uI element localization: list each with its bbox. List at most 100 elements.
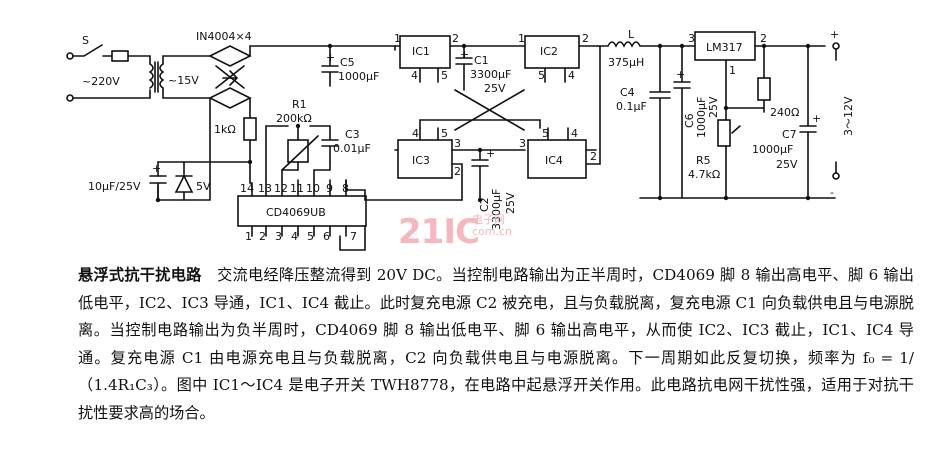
label-cd4069: CD4069UB: [266, 206, 326, 219]
zener-5v: [157, 161, 194, 201]
pot-r5: [717, 119, 731, 147]
label-r5-value: 4.7kΩ: [688, 168, 720, 181]
label-zener: 5V: [196, 180, 211, 193]
plus-c2: +: [486, 147, 495, 160]
chip-pin-7: 7: [350, 230, 357, 243]
plus-c6: +: [676, 68, 685, 81]
label-ic3: IC3: [412, 154, 430, 167]
chip-pin-13: 13: [258, 182, 272, 195]
mains-terminal-bottom: [66, 94, 74, 102]
label-mains: ~220V: [82, 75, 120, 88]
pin-ic1-1: 1: [394, 32, 401, 45]
plus-c5: +: [326, 51, 335, 64]
ic3-box: [397, 139, 453, 179]
output-plus-terminal: [832, 42, 840, 50]
plus-cap-left: +: [152, 162, 161, 175]
chip-pin-8: 8: [342, 182, 349, 195]
pin-lm317-1: 1: [729, 64, 736, 77]
pin-lm317-2: 2: [760, 32, 767, 45]
cap-c5: [321, 45, 339, 87]
cross-wires: [454, 89, 525, 131]
cd4069-box: [237, 195, 367, 227]
watermark-21ic: 21IC: [398, 212, 480, 252]
ic2-box: [524, 35, 580, 69]
description-body: 交流电经降压整流得到 20V DC。当控制电路输出为正半周时，CD4069 脚 …: [78, 266, 914, 422]
label-c1-volt: 25V: [484, 82, 506, 95]
label-lm317: LM317: [706, 41, 743, 54]
mains-terminal-top: [66, 52, 74, 60]
pin-ic1-2: 2: [452, 32, 459, 45]
pin-ic2-2: 2: [582, 32, 589, 45]
label-inductor-name: L: [628, 28, 635, 41]
resistor-240: [757, 77, 771, 101]
label-r1-value: 200kΩ: [276, 112, 312, 125]
label-c5-name: C5: [340, 56, 355, 69]
transformer-primary: [148, 63, 154, 89]
pin-lm317-3: 3: [688, 32, 695, 45]
pin-ic3-5: 5: [441, 127, 448, 140]
chip-pin-6: 6: [323, 230, 330, 243]
plus-c7: +: [812, 112, 821, 125]
pin-ic4-3: 3: [519, 137, 526, 150]
label-r5-name: R5: [696, 154, 711, 167]
watermark-cn: 电子网: [472, 213, 505, 226]
fuse: [111, 50, 129, 62]
pin-ic4-4: 4: [571, 127, 578, 140]
label-c4-value: 0.1μF: [616, 100, 647, 113]
label-240: 240Ω: [770, 106, 799, 119]
description-paragraph: 悬浮式抗干扰电路 交流电经降压整流得到 20V DC。当控制电路输出为正半周时，…: [78, 262, 914, 427]
resistor-r1: [287, 139, 309, 163]
label-c7-volt: 25V: [776, 158, 798, 171]
chip-pin-1: 1: [245, 230, 252, 243]
inductor-l: [597, 41, 661, 48]
bridge-diode: [222, 70, 239, 86]
chip-pin-14: 14: [240, 182, 254, 195]
chip-pin-5: 5: [307, 230, 314, 243]
label-c6-volt: 25V: [707, 96, 720, 118]
label-c3-name: C3: [345, 128, 360, 141]
label-c7-value: 1000μF: [752, 143, 793, 156]
pin-ic3-4: 4: [412, 127, 419, 140]
label-inductor-value: 375μH: [608, 56, 644, 69]
cap-c6: [673, 45, 691, 199]
pin-ic4-5: 5: [542, 127, 549, 140]
label-ic1: IC1: [412, 45, 430, 58]
label-c3-value: 0.01μF: [333, 142, 371, 155]
pin-ic1-4: 4: [411, 69, 418, 82]
cap-10uf: [149, 175, 167, 184]
pin-ic3-2: 2: [454, 165, 461, 178]
chip-pin-4: 4: [291, 230, 298, 243]
transformer-core: [154, 61, 159, 93]
description-title: 悬浮式抗干扰电路: [78, 266, 202, 284]
pin-ic2-4: 4: [568, 69, 575, 82]
transformer-secondary: [159, 63, 165, 89]
label-ic4: IC4: [545, 154, 563, 167]
label-output-minus: -: [830, 186, 834, 199]
label-c5-value: 1000μF: [338, 70, 379, 83]
output-minus-terminal: [832, 172, 840, 180]
ic4-box: [527, 139, 587, 179]
label-ic2: IC2: [540, 45, 558, 58]
circuit-schematic: S ~220V ~15V IN4004×4 C5 1000μF IC1 IC2 …: [66, 28, 855, 251]
resistor-1k: [243, 117, 257, 141]
label-secondary: ~15V: [168, 74, 199, 87]
plus-c1: +: [460, 48, 469, 61]
chip-pin-3: 3: [275, 230, 282, 243]
label-1k: 1kΩ: [214, 123, 236, 136]
cap-c4: [649, 45, 671, 199]
pin-ic2-1: 1: [518, 32, 525, 45]
cap-c7: [799, 45, 817, 199]
cap-c2: [471, 149, 489, 201]
label-c7-name: C7: [782, 128, 797, 141]
label-output-plus: +: [830, 28, 839, 41]
cap-c1: [455, 45, 473, 91]
label-c6-name: C6: [683, 113, 696, 128]
label-c4-name: C4: [620, 86, 635, 99]
label-switch: S: [82, 34, 89, 47]
switch-s: [72, 44, 103, 57]
description: 悬浮式抗干扰电路 交流电经降压整流得到 20V DC。当控制电路输出为正半周时，…: [78, 262, 914, 427]
chip-pin-12: 12: [274, 182, 288, 195]
pin-ic4-2: 2: [590, 150, 597, 163]
